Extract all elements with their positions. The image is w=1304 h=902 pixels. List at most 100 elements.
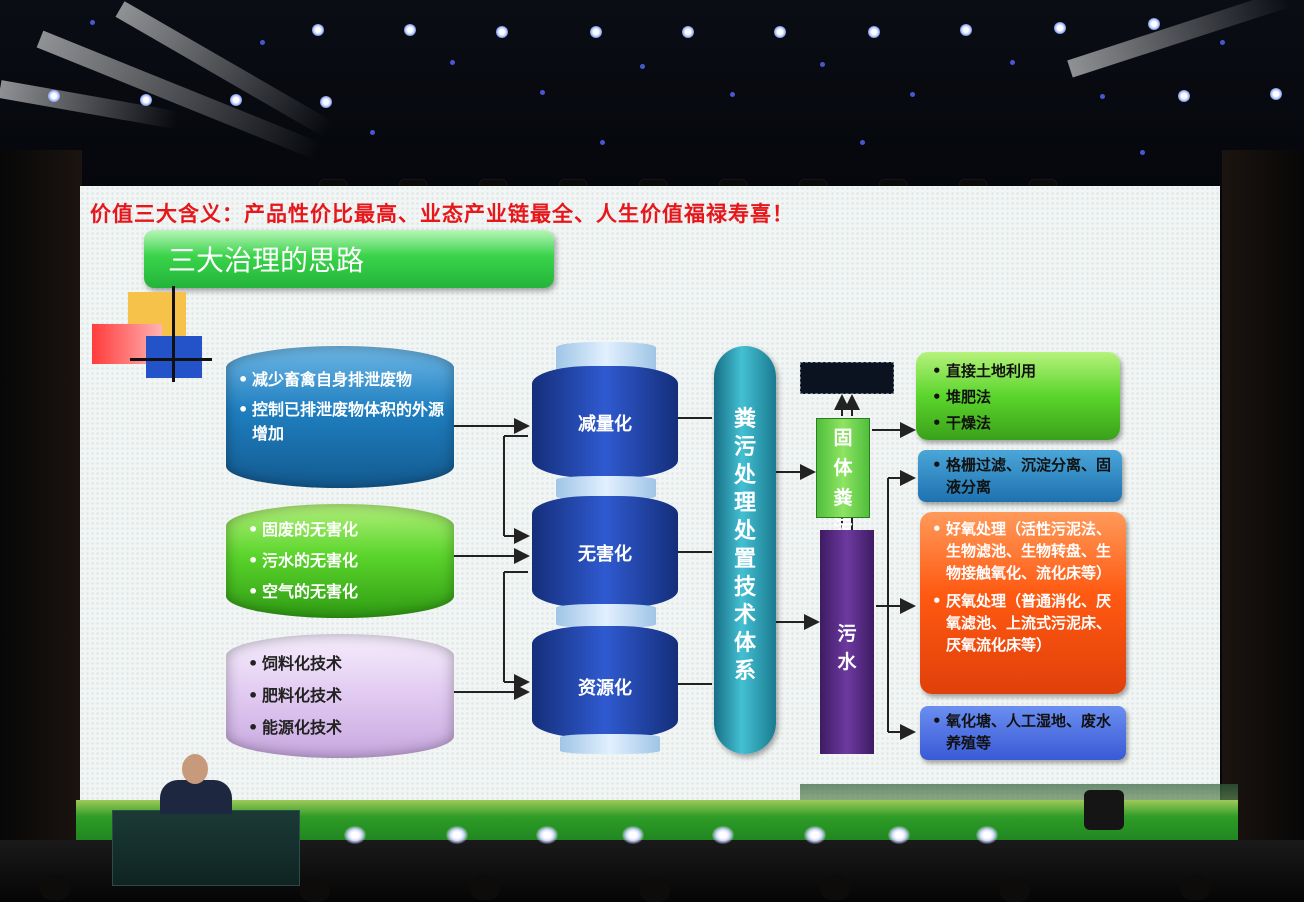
- audience-head: [40, 874, 70, 900]
- floor-light: [344, 826, 366, 844]
- podium-desk: [112, 810, 300, 886]
- led-dot: [450, 60, 455, 65]
- screen-treeline: [800, 784, 1238, 804]
- spotlight: [590, 26, 602, 38]
- water-label: 污水: [837, 623, 857, 673]
- right-box-separation: 格栅过滤、沉淀分离、固液分离: [918, 450, 1122, 502]
- list-item: 空气的无害化: [246, 576, 446, 607]
- solid-label: 固体粪污: [833, 427, 853, 539]
- led-dot: [370, 130, 375, 135]
- spotlight: [230, 94, 242, 106]
- drum-reduce: 减量化: [532, 366, 678, 478]
- speaker-body: [160, 780, 232, 814]
- floor-light: [536, 826, 558, 844]
- harmless-list: 固废的无害化 污水的无害化 空气的无害化: [246, 514, 446, 607]
- light-beam: [1067, 0, 1292, 78]
- led-dot: [540, 90, 545, 95]
- spotlight: [1054, 22, 1066, 34]
- spotlight: [312, 24, 324, 36]
- spotlight: [1178, 90, 1190, 102]
- curtain-right: [1222, 150, 1304, 840]
- floor-light: [888, 826, 910, 844]
- deco-line-vertical: [172, 286, 175, 382]
- floor-light: [622, 826, 644, 844]
- slide-title-bar: 三大治理的思路: [144, 230, 554, 288]
- drum-label: 减量化: [578, 414, 632, 435]
- pipe-label: 粪污处理处置技术体系: [733, 407, 756, 684]
- led-dot: [90, 20, 95, 25]
- slide-tagline: 价值三大含义：产品性价比最高、业态产业链最全、人生价值福禄寿喜！: [90, 202, 794, 226]
- audience-head: [470, 874, 500, 900]
- right-box-solid-use: 直接土地利用 堆肥法 干燥法: [916, 352, 1120, 440]
- list-item: 污水的无害化: [246, 545, 446, 576]
- spotlight: [320, 96, 332, 108]
- spotlight: [140, 94, 152, 106]
- led-dot: [1140, 150, 1145, 155]
- right-box-aerobic-anaerobic: 好氧处理（活性污泥法、生物滤池、生物转盘、生物接触氧化、流化床等） 厌氧处理（普…: [920, 512, 1126, 694]
- spotlight: [682, 26, 694, 38]
- audience-head: [1180, 874, 1210, 900]
- list-item: 氧化塘、人工湿地、废水养殖等: [930, 710, 1120, 754]
- speaker-head: [182, 754, 208, 784]
- floor-light: [446, 826, 468, 844]
- audience-head: [640, 876, 670, 902]
- list-item: 控制已排泄废物体积的外源增加: [236, 398, 446, 446]
- spotlight: [868, 26, 880, 38]
- list-item: 能源化技术: [246, 712, 446, 744]
- audience-head: [820, 874, 850, 900]
- wastewater-box: 污水: [820, 530, 874, 754]
- list-item: 肥料化技术: [246, 680, 446, 712]
- list-item: 减少畜禽自身排泄废物: [236, 368, 446, 392]
- separation-list: 格栅过滤、沉淀分离、固液分离: [930, 454, 1116, 498]
- stage-ceiling: [0, 0, 1304, 202]
- spotlight: [960, 24, 972, 36]
- list-item: 饲料化技术: [246, 648, 446, 680]
- aerobic-anaerobic-list: 好氧处理（活性污泥法、生物滤池、生物转盘、生物接触氧化、流化床等） 厌氧处理（普…: [930, 518, 1120, 656]
- list-item: 堆肥法: [930, 384, 1116, 410]
- curtain-left: [0, 150, 82, 840]
- deco-line-horizontal: [130, 358, 212, 361]
- left-box-harmless: 固废的无害化 污水的无害化 空气的无害化: [226, 504, 454, 618]
- led-dot: [1100, 94, 1105, 99]
- floor-light: [804, 826, 826, 844]
- drum-resource: 资源化: [532, 626, 678, 738]
- led-dot: [730, 92, 735, 97]
- connector-lines: [454, 394, 916, 740]
- spotlight: [404, 24, 416, 36]
- left-box-reduction: 减少畜禽自身排泄废物 控制已排泄废物体积的外源增加: [226, 346, 454, 488]
- led-dot: [910, 92, 915, 97]
- solid-use-list: 直接土地利用 堆肥法 干燥法: [930, 358, 1116, 436]
- drum-connector: [556, 604, 656, 628]
- audience-head: [1000, 876, 1030, 902]
- obscured-label-box: [800, 362, 894, 394]
- led-dot: [260, 40, 265, 45]
- list-item: 直接土地利用: [930, 358, 1116, 384]
- solid-waste-box: 固体粪污: [816, 418, 870, 539]
- pond-list: 氧化塘、人工湿地、废水养殖等: [930, 710, 1120, 754]
- floor-light: [712, 826, 734, 844]
- spotlight: [774, 26, 786, 38]
- led-dot: [640, 64, 645, 69]
- projection-screen: 价值三大含义：产品性价比最高、业态产业链最全、人生价值福禄寿喜！ 三大治理的思路: [80, 186, 1220, 806]
- resource-list: 饲料化技术 肥料化技术 能源化技术: [246, 648, 446, 744]
- left-box-resource: 饲料化技术 肥料化技术 能源化技术: [226, 634, 454, 758]
- audience-head: [300, 876, 330, 902]
- drum-connector-bottom: [560, 734, 660, 754]
- slide-title: 三大治理的思路: [168, 244, 365, 277]
- led-dot: [820, 62, 825, 67]
- drum-label: 无害化: [578, 544, 632, 565]
- spotlight: [496, 26, 508, 38]
- treatment-system-pipe: 粪污处理处置技术体系: [714, 346, 776, 754]
- drum-harmless: 无害化: [532, 496, 678, 608]
- led-dot: [860, 140, 865, 145]
- list-item: 厌氧处理（普通消化、厌氧滤池、上流式污泥床、厌氧流化床等）: [930, 590, 1120, 656]
- spotlight: [1270, 88, 1282, 100]
- list-item: 固废的无害化: [246, 514, 446, 545]
- list-item: 干燥法: [930, 410, 1116, 436]
- reduction-list: 减少畜禽自身排泄废物 控制已排泄废物体积的外源增加: [236, 368, 446, 446]
- floor-light: [976, 826, 998, 844]
- drum-label: 资源化: [578, 678, 632, 699]
- list-item: 格栅过滤、沉淀分离、固液分离: [930, 454, 1116, 498]
- right-box-pond: 氧化塘、人工湿地、废水养殖等: [920, 706, 1126, 760]
- led-dot: [1220, 40, 1225, 45]
